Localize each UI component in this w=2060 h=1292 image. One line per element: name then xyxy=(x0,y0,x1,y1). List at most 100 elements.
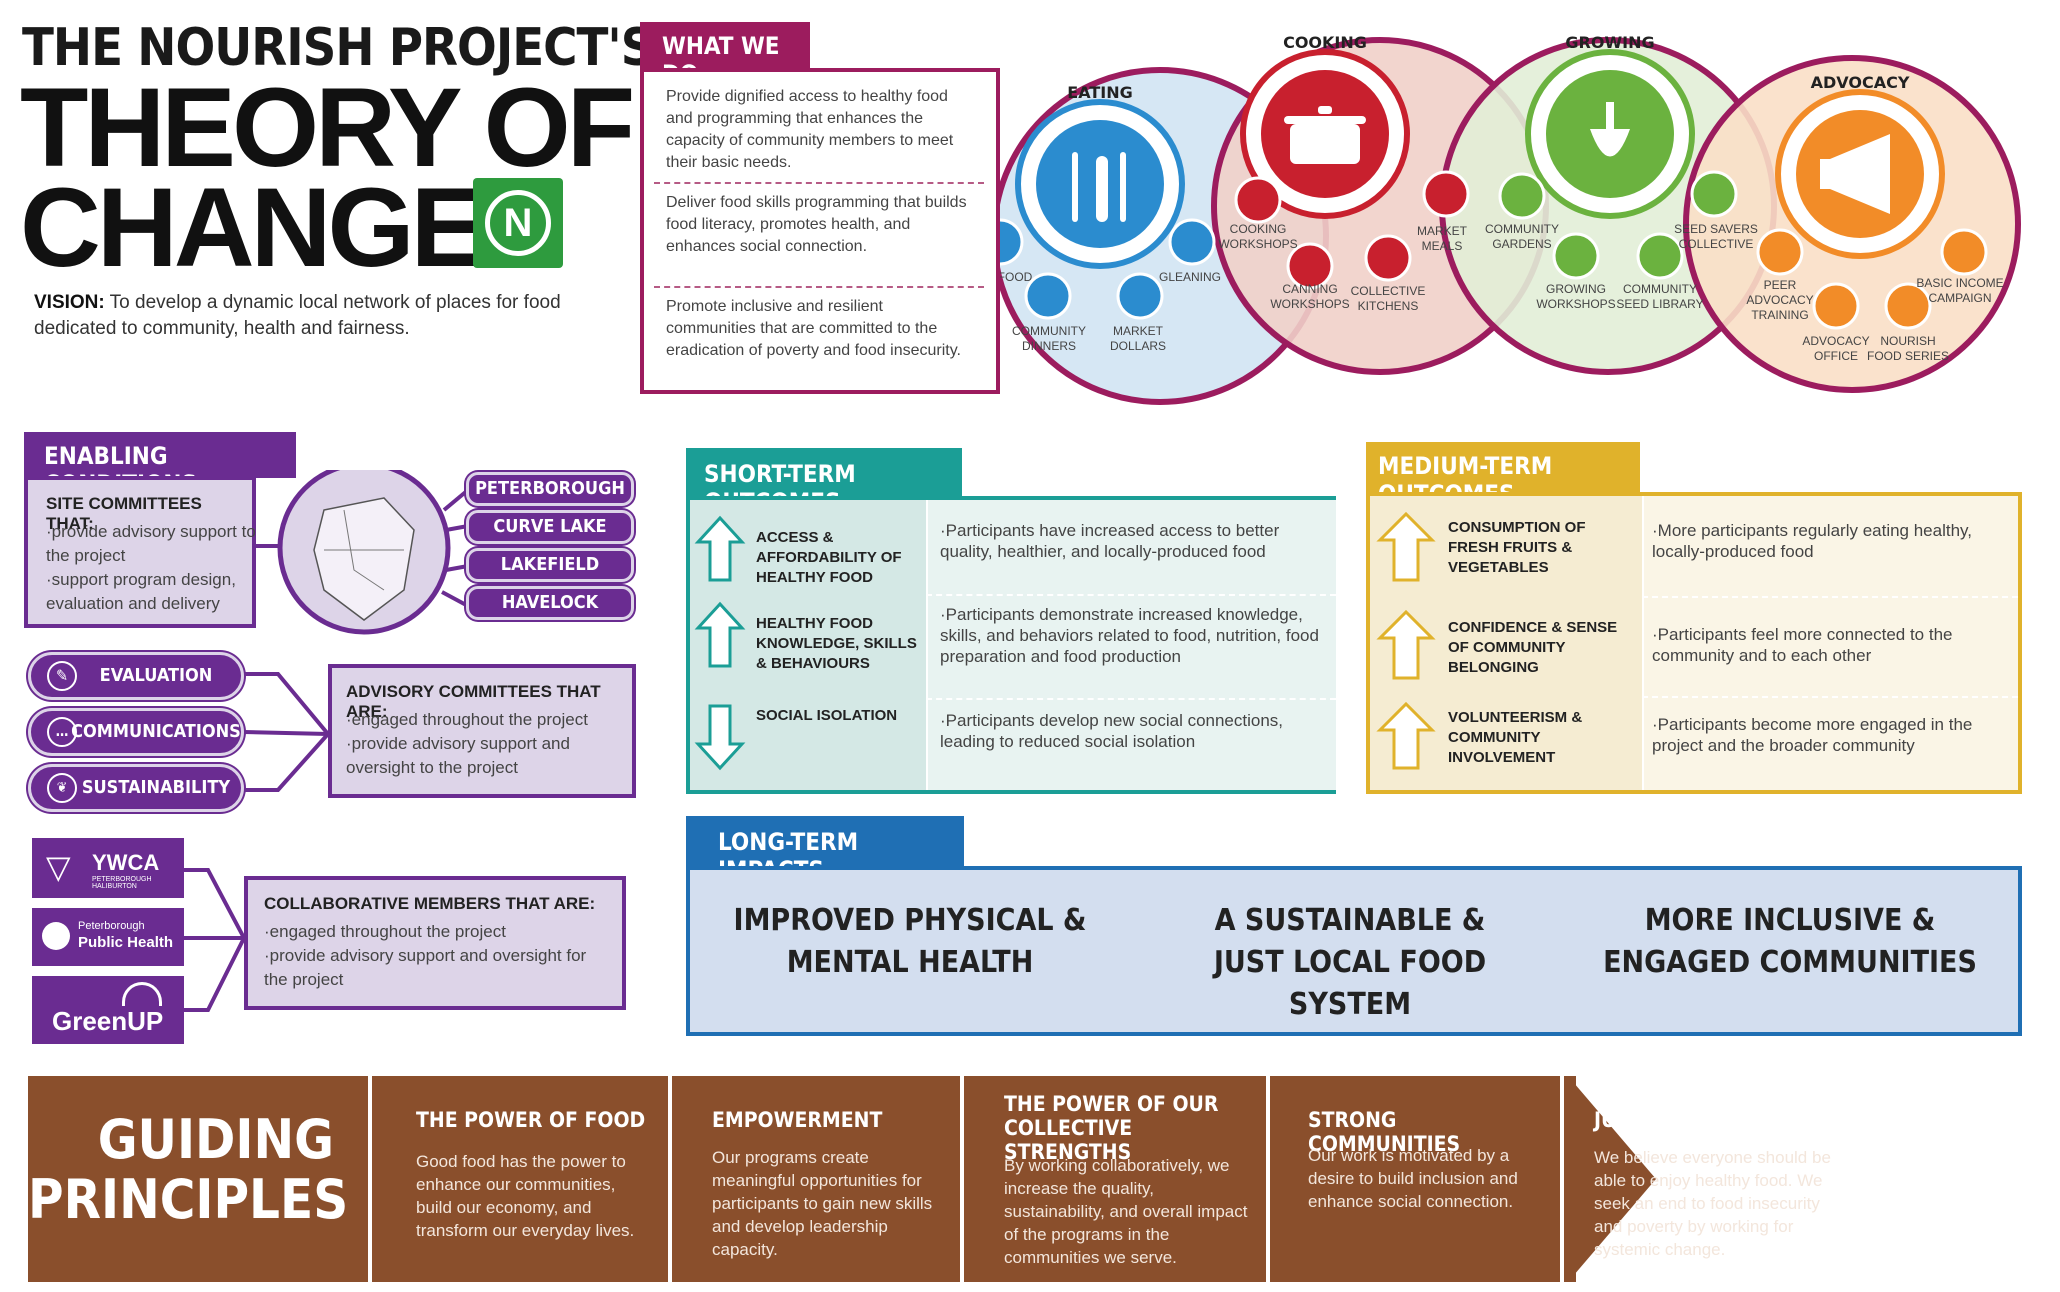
advisory-committees-box: ADVISORY COMMITTEES THAT ARE: ·engaged t… xyxy=(328,664,636,798)
greenup-logo: GreenUP xyxy=(32,976,184,1044)
cooking-label: COOKING xyxy=(1283,33,1367,52)
what-we-do-box: Provide dignified access to healthy food… xyxy=(640,68,1000,394)
program-cooking-workshops: COOKING WORKSHOPS xyxy=(1218,222,1298,251)
arrow-tip xyxy=(1568,1076,1656,1282)
collaborative-members-box: COLLABORATIVE MEMBERS THAT ARE: ·engaged… xyxy=(244,876,626,1010)
short-term-arrows xyxy=(694,515,746,771)
title-line-2: THEORY OF xyxy=(20,65,635,190)
principle-4-head: STRONG COMMUNITIES xyxy=(1308,1108,1461,1156)
medium-term-text-3: ·Participants become more engaged in the… xyxy=(1652,715,1973,755)
short-term-text-1: ·Participants have increased access to b… xyxy=(940,521,1280,561)
county-map-connector xyxy=(254,470,470,635)
beet-icon xyxy=(1590,102,1630,157)
short-term-tab: SHORT-TERM OUTCOMES xyxy=(686,448,962,516)
collab-title: COLLABORATIVE MEMBERS THAT ARE: xyxy=(264,894,596,913)
long-term-tab: LONG-TERM IMPACTS xyxy=(686,816,964,884)
pill-communications-label: COMMUNICATIONS xyxy=(71,721,241,742)
leaf-icon: ❦ xyxy=(47,773,77,803)
program-gleaning: GLEANING xyxy=(1158,270,1221,284)
program-circles: EATING COOKING GROWING ADVOCACY xyxy=(976,33,2021,405)
program-seed-library: COMMUNITY SEED LIBRARY xyxy=(1616,282,1704,311)
evaluation-icon: ✎ xyxy=(47,661,77,691)
principle-3-text: By working collaboratively, we increase … xyxy=(1004,1156,1248,1267)
short-term-text-2: ·Participants demonstrate increased know… xyxy=(940,605,1319,666)
ywca-logo: ▽ YWCA PETERBOROUGH HALIBURTON xyxy=(32,838,184,898)
impact-2: A SUSTAINABLE & JUST LOCAL FOOD SYSTEM xyxy=(1213,903,1487,1022)
principle-2-head: EMPOWERMENT xyxy=(712,1108,883,1132)
arrow-up-icon xyxy=(1376,701,1436,770)
short-term-label-1: ACCESS & AFFORDABILITY OF HEALTHY FOOD xyxy=(756,529,902,586)
program-community-dinners: COMMUNITY DINNERS xyxy=(1012,324,1086,353)
town-peterborough: PETERBOROUGH xyxy=(466,472,634,506)
what-we-do-item-2: Deliver food skills programming that bui… xyxy=(666,194,967,255)
pill-sustainability: ❦ SUSTAINABILITY xyxy=(28,764,244,812)
public-health-logo: Peterborough Public Health xyxy=(32,908,184,966)
program-market-dollars: MARKET DOLLARS xyxy=(1109,324,1167,353)
short-term-text-3: ·Participants develop new social connect… xyxy=(940,711,1284,751)
arrow-down-icon xyxy=(694,704,746,771)
principle-2-text: Our programs create meaningful opportuni… xyxy=(712,1148,933,1259)
megaphone-icon xyxy=(1820,134,1890,214)
growing-label: GROWING xyxy=(1565,33,1654,52)
advisory-item-1: ·engaged throughout the project xyxy=(346,710,588,729)
speech-bubble-icon: … xyxy=(47,717,77,747)
eating-label: EATING xyxy=(1067,83,1132,102)
short-term-label-3: SOCIAL ISOLATION xyxy=(756,707,898,724)
pill-evaluation-label: EVALUATION xyxy=(99,665,213,686)
what-we-do-tab: WHAT WE DO xyxy=(640,22,810,88)
site-item-1: ·provide advisory support to the project xyxy=(46,522,256,565)
program-basic-income: BASIC INCOME CAMPAIGN xyxy=(1916,276,2004,305)
medium-term-text-1: ·More participants regularly eating heal… xyxy=(1652,521,1973,561)
town-havelock: HAVELOCK xyxy=(466,586,634,620)
program-nourish-food-series: NOURISH FOOD SERIES xyxy=(1866,334,1949,363)
principle-4-text: Our work is motivated by a desire to bui… xyxy=(1308,1146,1518,1211)
vision-label: VISION: xyxy=(34,292,105,313)
partner-connector xyxy=(184,868,246,1012)
pot-icon xyxy=(1284,106,1366,164)
program-canning-workshops: CANNING WORKSHOPS xyxy=(1270,282,1350,311)
program-community-gardens: COMMUNITY GARDENS xyxy=(1485,222,1559,251)
site-item-2: ·support program design, evaluation and … xyxy=(46,570,236,613)
arrow-up-icon xyxy=(694,601,746,668)
program-icons xyxy=(976,170,1988,330)
program-growing-workshops: GROWING WORKSHOPS xyxy=(1536,282,1616,311)
principle-5-head: JUSTICE & FAIRNESS xyxy=(1594,1108,1808,1132)
logo-letter: N xyxy=(485,190,551,256)
program-peer-advocacy: PEER ADVOCACY TRAINING xyxy=(1746,278,1814,322)
collab-item-1: ·engaged throughout the project xyxy=(264,922,506,941)
impact-3: MORE INCLUSIVE & ENGAGED COMMUNITIES xyxy=(1603,903,1977,980)
advisory-item-2: ·provide advisory support and oversight … xyxy=(346,734,570,777)
long-term-box xyxy=(686,866,2022,1036)
town-curve-lake: CURVE LAKE xyxy=(466,510,634,544)
medium-term-label-1: CONSUMPTION OF FRESH FRUITS & VEGETABLES xyxy=(1448,519,1586,576)
program-collective-kitchens: COLLECTIVE KITCHENS xyxy=(1350,284,1426,313)
title-line-3: CHANGE xyxy=(20,165,485,290)
pill-connector xyxy=(244,672,330,792)
vision-statement: VISION: To develop a dynamic local netwo… xyxy=(34,290,594,342)
principle-1-text: Good food has the power to enhance our c… xyxy=(416,1152,635,1240)
guiding-principles-band: GUIDING PRINCIPLES THE POWER OF FOOD Goo… xyxy=(28,1076,1976,1282)
site-committees-title: SITE COMMITTEES THAT: xyxy=(46,494,202,533)
advisory-title: ADVISORY COMMITTEES THAT ARE: xyxy=(346,682,601,721)
nourish-logo: N xyxy=(473,178,563,268)
medium-term-text-2: ·Participants feel more connected to the… xyxy=(1652,625,1953,665)
pill-sustainability-label: SUSTAINABILITY xyxy=(81,777,231,798)
town-lakefield: LAKEFIELD xyxy=(466,548,634,582)
what-we-do-item-3: Promote inclusive and resilient communit… xyxy=(666,298,961,359)
principle-1-head: THE POWER OF FOOD xyxy=(416,1108,646,1132)
medium-term-arrows xyxy=(1376,511,1436,770)
impact-1: IMPROVED PHYSICAL & MENTAL HEALTH xyxy=(733,903,1087,980)
pill-communications: … COMMUNICATIONS xyxy=(28,708,244,756)
guiding-principles-title: GUIDING PRINCIPLES xyxy=(28,1108,349,1231)
short-term-label-2: HEALTHY FOOD KNOWLEDGE, SKILLS & BEHAVIO… xyxy=(756,615,917,672)
cutlery-icon xyxy=(1072,152,1126,222)
medium-term-label-3: VOLUNTEERISM & COMMUNITY INVOLVEMENT xyxy=(1448,709,1583,766)
short-term-box xyxy=(686,496,1336,794)
vision-text: To develop a dynamic local network of pl… xyxy=(34,292,561,339)
arrow-up-icon xyxy=(694,515,746,582)
pill-evaluation: ✎ EVALUATION xyxy=(28,652,244,700)
medium-term-label-2: CONFIDENCE & SENSE OF COMMUNITY BELONGIN… xyxy=(1448,619,1618,676)
principle-5-text: We believe everyone should be able to en… xyxy=(1594,1148,1831,1259)
medium-term-tab: MEDIUM-TERM OUTCOMES xyxy=(1366,442,1640,508)
collab-item-2: ·provide advisory support and oversight … xyxy=(264,946,587,989)
